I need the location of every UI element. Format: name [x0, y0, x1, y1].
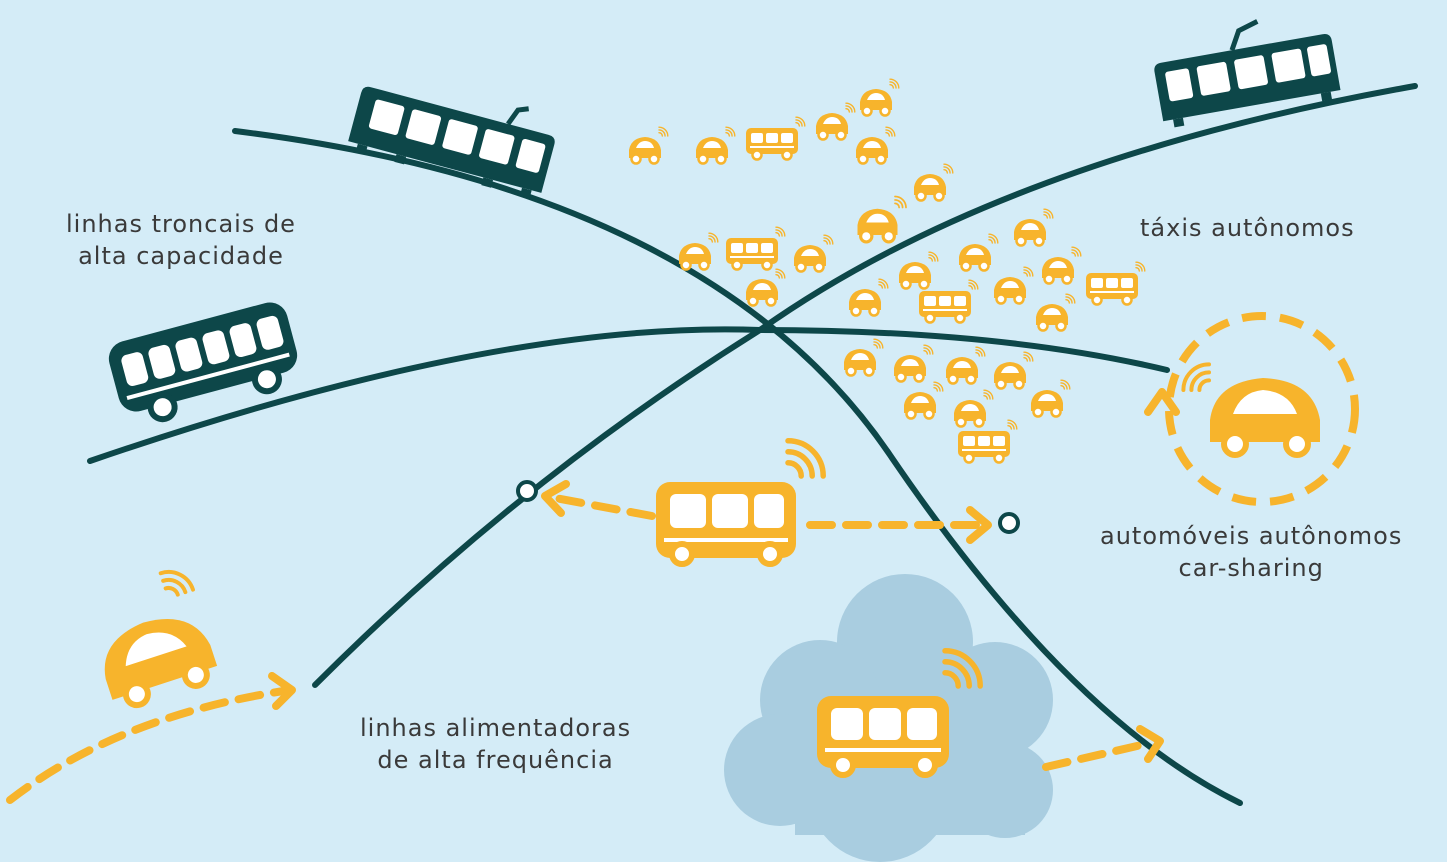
tram-left-icon — [348, 86, 555, 199]
cloud-bus-icon — [817, 651, 980, 778]
trunk-line-ascending — [312, 83, 1418, 688]
feeder-arrow-left — [551, 494, 656, 520]
bus-icon — [108, 302, 298, 423]
car-path-arrow — [6, 686, 294, 804]
station-left — [516, 480, 538, 502]
trunk-line-horizontal — [87, 326, 1170, 464]
feeder-lines-label-line1: linhas alimentadoras — [360, 714, 632, 742]
autonomous-taxis-label: táxis autônomos — [1140, 214, 1355, 242]
feeder-arrowhead-left — [541, 480, 570, 517]
car-sharing-loop — [1165, 312, 1359, 506]
feeder-lines-label: linhas alimentadoras de alta frequência — [360, 712, 631, 776]
trunk-lines-label: linhas troncais de alta capacidade — [66, 208, 296, 272]
feeder-lines-label-line2: de alta frequência — [377, 746, 614, 774]
autonomous-cars-label: automóveis autônomos car-sharing — [1100, 520, 1402, 584]
feeder-bus-icon — [656, 441, 823, 567]
station-right — [998, 512, 1020, 534]
car-sharing-arrow — [1144, 388, 1180, 416]
autonomous-cars-label-line1: automóveis autônomos — [1100, 522, 1403, 550]
cloud-arrowhead — [1136, 725, 1164, 763]
trunk-lines-label-line2: alta capacidade — [78, 242, 284, 270]
tram-right-icon — [1154, 19, 1341, 128]
autonomous-taxi-swarm — [629, 79, 1145, 462]
trunk-lines-label-line1: linhas troncais de — [66, 210, 296, 238]
car-sharing-car-icon — [1183, 364, 1320, 458]
autonomous-car-left-icon — [104, 565, 218, 709]
feeder-arrowhead-right — [966, 506, 992, 544]
trunk-line-descending — [232, 128, 1243, 806]
autonomous-cars-label-line2: car-sharing — [1178, 554, 1324, 582]
cloud-arrow — [1042, 739, 1154, 771]
car-path-arrowhead — [268, 672, 296, 710]
